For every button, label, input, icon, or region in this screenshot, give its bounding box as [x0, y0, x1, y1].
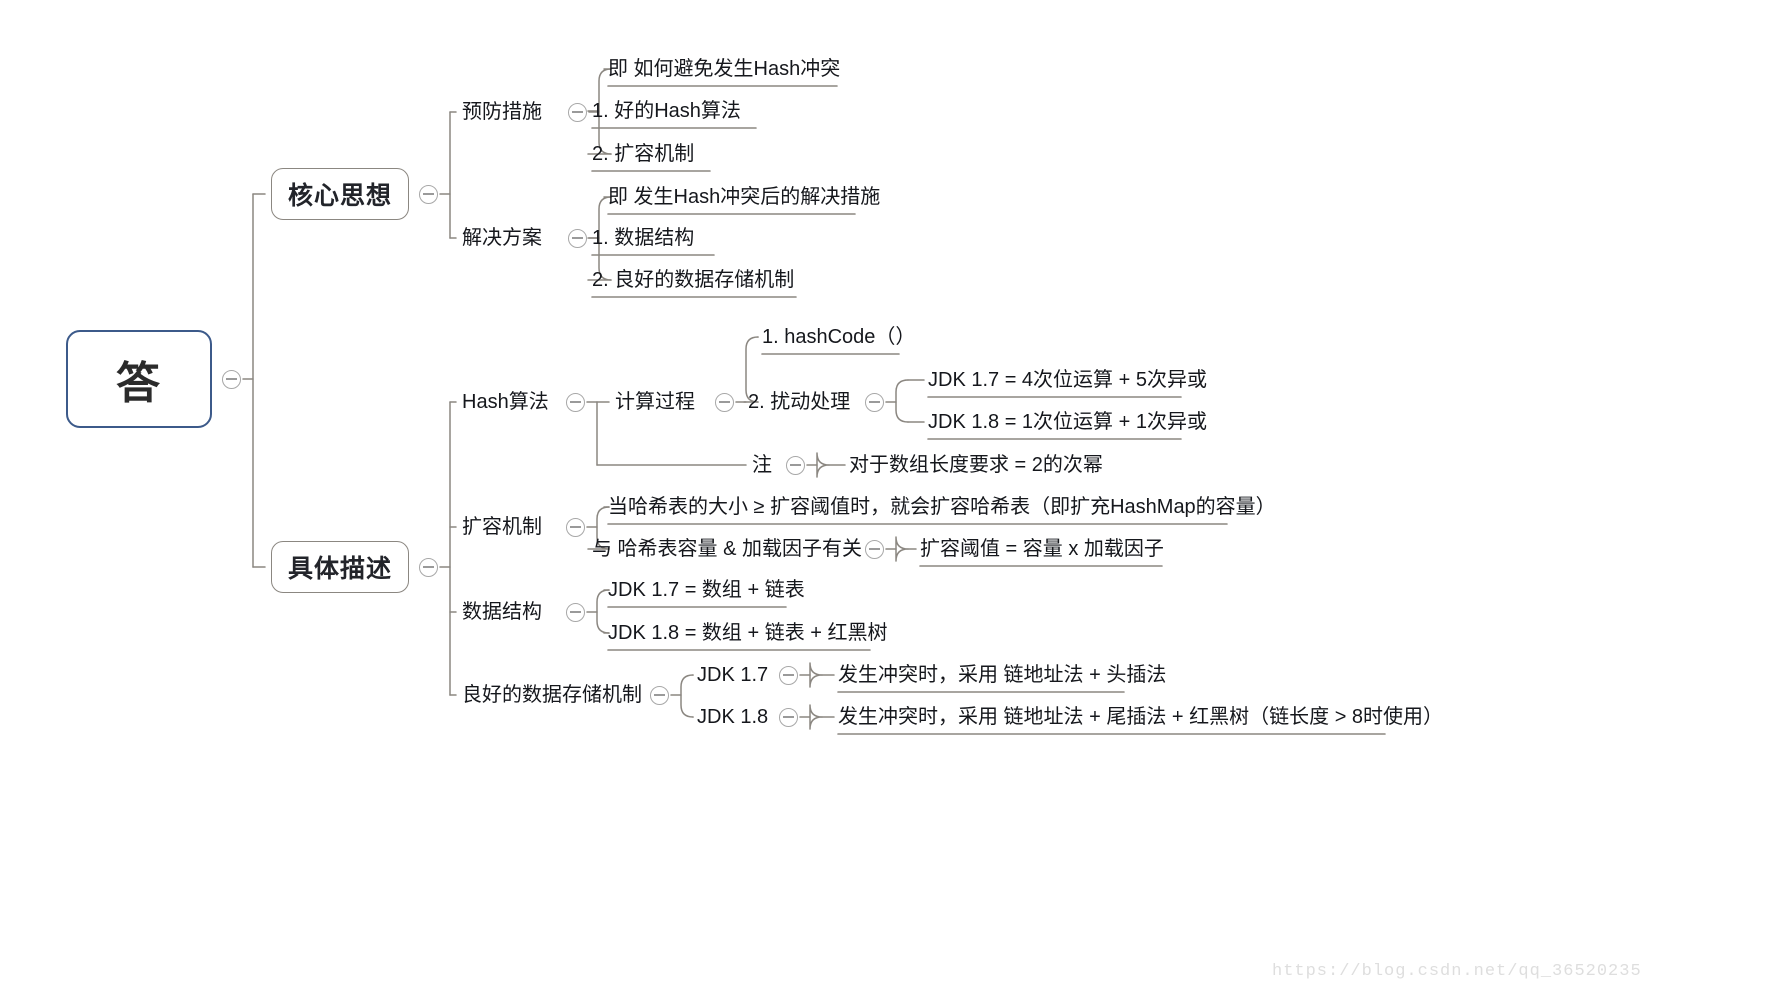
node-label: 2. 良好的数据存储机制: [592, 269, 795, 291]
node-label: 2. 扰动处理: [748, 391, 851, 413]
collapse-toggle-root[interactable]: [222, 369, 241, 389]
mindmap-node-b2c2g1[interactable]: 当哈希表的大小 ≥ 扩容阈值时，就会扩容哈希表（即扩充HashMap的容量）: [608, 494, 1276, 520]
collapse-toggle-b2c3[interactable]: [566, 602, 585, 622]
mindmap-node-b1c2g1[interactable]: 即 发生Hash冲突后的解决措施: [608, 184, 880, 210]
mindmap-node-b1[interactable]: 核心思想: [271, 168, 409, 220]
mindmap-node-b2c1g1h2[interactable]: 2. 扰动处理: [748, 389, 855, 415]
collapse-toggle-b2c1[interactable]: [566, 392, 585, 412]
mindmap-node-root[interactable]: 答: [66, 330, 212, 428]
mindmap-node-b2[interactable]: 具体描述: [271, 541, 409, 593]
mindmap-node-b2c4g1[interactable]: JDK 1.7: [697, 662, 769, 688]
node-label: 具体描述: [287, 555, 392, 583]
collapse-toggle-b2c4g1[interactable]: [779, 665, 798, 685]
collapse-toggle-b2[interactable]: [419, 557, 438, 577]
collapse-toggle-b2c1g2[interactable]: [786, 455, 805, 475]
node-label: 扩容阈值 = 容量 x 加载因子: [920, 538, 1164, 560]
node-label: 良好的数据存储机制: [462, 684, 642, 706]
collapse-toggle-b2c2[interactable]: [566, 517, 585, 537]
node-label: 扩容机制: [462, 516, 542, 538]
mindmap-node-b2c1[interactable]: Hash算法: [462, 389, 556, 415]
collapse-toggle-b1c1[interactable]: [568, 102, 587, 122]
node-label: 解决方案: [462, 227, 542, 249]
watermark: https://blog.csdn.net/qq_36520235: [1272, 962, 1642, 981]
node-label: 发生冲突时，采用 链地址法 + 头插法: [838, 664, 1167, 686]
mindmap-node-b2c1g1[interactable]: 计算过程: [615, 389, 705, 415]
mindmap-node-b1c1g2[interactable]: 1. 好的Hash算法: [592, 98, 756, 124]
node-label: 当哈希表的大小 ≥ 扩容阈值时，就会扩容哈希表（即扩充HashMap的容量）: [608, 496, 1276, 518]
mindmap-node-b2c2g2[interactable]: 与 哈希表容量 & 加载因子有关: [592, 536, 862, 562]
mindmap-node-b2c1g1h1[interactable]: 1. hashCode（）: [762, 324, 915, 350]
mindmap-node-b1c2g2[interactable]: 1. 数据结构: [592, 225, 714, 251]
node-label: JDK 1.8 = 1次位运算 + 1次异或: [928, 411, 1207, 433]
collapse-toggle-b2c2g2[interactable]: [865, 539, 884, 559]
mindmap-node-b1c2[interactable]: 解决方案: [462, 225, 558, 251]
node-label: 即 发生Hash冲突后的解决措施: [608, 186, 881, 208]
mindmap-node-b2c1g1h2i1[interactable]: JDK 1.7 = 4次位运算 + 5次异或: [928, 367, 1207, 393]
node-label: JDK 1.8: [697, 706, 769, 728]
collapse-toggle-b2c4g2[interactable]: [779, 707, 798, 727]
node-label: 注: [752, 454, 772, 476]
collapse-toggle-b1[interactable]: [419, 184, 438, 204]
collapse-toggle-b1c2[interactable]: [568, 228, 587, 248]
node-label: 预防措施: [462, 101, 542, 123]
mindmap-node-b2c3g1[interactable]: JDK 1.7 = 数组 + 链表: [608, 577, 805, 603]
collapse-toggle-b2c4[interactable]: [650, 685, 669, 705]
node-label: 与 哈希表容量 & 加载因子有关: [592, 538, 863, 560]
node-label: 1. 数据结构: [592, 227, 695, 249]
mindmap-node-b2c1g2[interactable]: 注: [752, 452, 776, 478]
node-label: 即 如何避免发生Hash冲突: [608, 58, 841, 80]
node-label: 答: [116, 359, 162, 408]
mindmap-node-b1c2g3[interactable]: 2. 良好的数据存储机制: [592, 267, 796, 293]
mindmap-node-b2c4g2[interactable]: JDK 1.8: [697, 704, 769, 730]
node-label: 1. hashCode（）: [762, 326, 916, 348]
mindmap-node-b2c4g1h1[interactable]: 发生冲突时，采用 链地址法 + 头插法: [838, 662, 1166, 688]
node-label: Hash算法: [462, 391, 549, 413]
node-label: 2. 扩容机制: [592, 143, 695, 165]
mindmap-node-b1c1[interactable]: 预防措施: [462, 99, 558, 125]
node-label: 计算过程: [615, 391, 695, 413]
node-label: 核心思想: [287, 182, 392, 210]
collapse-toggle-b2c1g1h2[interactable]: [865, 392, 884, 412]
node-label: 对于数组长度要求 = 2的次幂: [849, 454, 1103, 476]
mindmap-node-b1c1g1[interactable]: 即 如何避免发生Hash冲突: [608, 56, 841, 82]
mindmap-node-b1c1g3[interactable]: 2. 扩容机制: [592, 141, 710, 167]
node-label: JDK 1.8 = 数组 + 链表 + 红黑树: [608, 622, 888, 644]
mindmap-node-b2c4g2h1[interactable]: 发生冲突时，采用 链地址法 + 尾插法 + 红黑树（链长度 > 8时使用）: [838, 704, 1443, 730]
mindmap-node-b2c3[interactable]: 数据结构: [462, 599, 556, 625]
node-label: 发生冲突时，采用 链地址法 + 尾插法 + 红黑树（链长度 > 8时使用）: [838, 706, 1444, 728]
node-label: 1. 好的Hash算法: [592, 100, 741, 122]
mindmap-node-b2c3g2[interactable]: JDK 1.8 = 数组 + 链表 + 红黑树: [608, 620, 888, 646]
node-label: JDK 1.7 = 数组 + 链表: [608, 579, 805, 601]
mindmap-node-b2c1g2h1[interactable]: 对于数组长度要求 = 2的次幂: [849, 452, 1103, 478]
node-label: JDK 1.7 = 4次位运算 + 5次异或: [928, 369, 1207, 391]
node-label: JDK 1.7: [697, 664, 769, 686]
node-label: 数据结构: [462, 601, 542, 623]
mindmap-node-b2c2g2h1[interactable]: 扩容阈值 = 容量 x 加载因子: [920, 536, 1164, 562]
mindmap-node-b2c4[interactable]: 良好的数据存储机制: [462, 682, 642, 708]
mindmap-node-b2c2[interactable]: 扩容机制: [462, 514, 556, 540]
collapse-toggle-b2c1g1[interactable]: [715, 392, 734, 412]
mindmap-node-b2c1g1h2i2[interactable]: JDK 1.8 = 1次位运算 + 1次异或: [928, 409, 1207, 435]
